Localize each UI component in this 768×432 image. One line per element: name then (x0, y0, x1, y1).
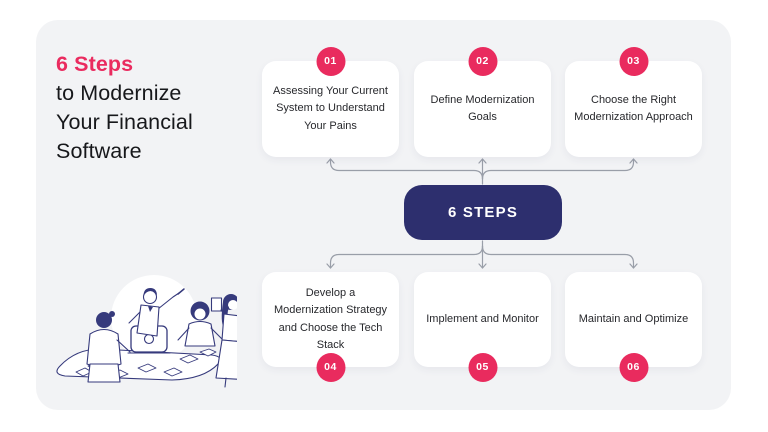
infographic-canvas: 6 Steps to Modernize Your Financial Soft… (36, 20, 731, 410)
step-badge-01: 01 (316, 46, 345, 76)
step-label-06: Maintain and Optimize (578, 312, 689, 325)
step-badge-04: 04 (316, 352, 345, 382)
step-badge-02: 02 (468, 46, 497, 76)
step-label-04: Develop a Modernization Strategy and Cho… (273, 287, 388, 351)
title-line-4: Software (56, 139, 142, 163)
title-line-3: Your Financial (56, 110, 193, 134)
person-back-left (86, 311, 131, 383)
step-badge-06: 06 (619, 352, 648, 382)
six-steps-box: 6 STEPS (404, 185, 562, 240)
step-card-01: 01 Assessing Your Current System to Unde… (262, 46, 399, 157)
step-label-01: Assessing Your Current System to Underst… (273, 85, 388, 132)
step-badge-03: 03 (619, 46, 648, 76)
person-standing-right (210, 294, 237, 388)
six-steps-label: 6 STEPS (447, 204, 519, 221)
page-title: 6 Steps to Modernize Your Financial Soft… (56, 50, 193, 166)
step-label-05: Implement and Monitor (426, 312, 539, 325)
step-card-06: 06 Maintain and Optimize (565, 272, 702, 382)
step-label-02: Define Modernization Goals (430, 93, 535, 123)
title-accent: 6 Steps (56, 52, 134, 76)
step-card-02: 02 Define Modernization Goals (414, 46, 551, 157)
step-card-03: 03 Choose the Right Modernization Approa… (565, 46, 702, 157)
step-label-03: Choose the Right Modernization Approach (574, 93, 693, 123)
step-badge-05: 05 (468, 352, 497, 382)
step-card-05: 05 Implement and Monitor (414, 272, 551, 382)
step-card-04: 04 Develop a Modernization Strategy and … (262, 272, 399, 382)
person-pointing (128, 288, 185, 337)
person-seated (177, 301, 223, 347)
title-line-2: to Modernize (56, 81, 182, 105)
team-illustration (56, 275, 237, 388)
